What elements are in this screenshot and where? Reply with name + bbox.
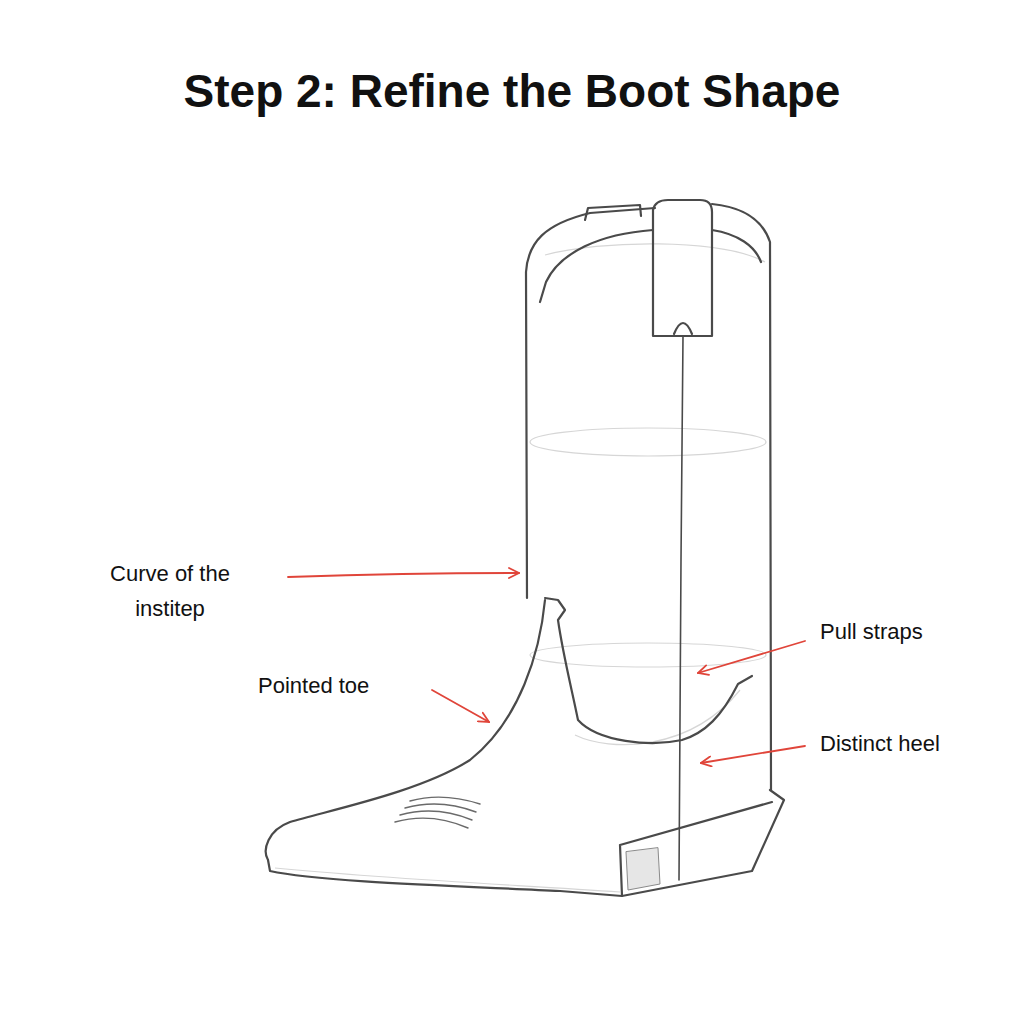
stitch-line bbox=[400, 811, 472, 820]
part-label: Pull straps bbox=[820, 614, 1000, 649]
leader-arrows bbox=[288, 573, 805, 763]
guide-line bbox=[275, 868, 620, 892]
stitch-line bbox=[410, 797, 480, 804]
heel-shade bbox=[626, 848, 660, 890]
construction-lines bbox=[275, 244, 766, 892]
stitch-line bbox=[405, 804, 476, 812]
title: Step 2: Refine the Boot Shape bbox=[0, 64, 1024, 118]
leader-arrow bbox=[701, 746, 805, 763]
part-label: Distinct heel bbox=[820, 726, 1010, 761]
strap-slot bbox=[674, 323, 692, 334]
stitch-line bbox=[395, 818, 468, 828]
toe-stitching bbox=[395, 797, 480, 828]
vamp-line bbox=[266, 600, 545, 860]
guide-line bbox=[545, 244, 765, 262]
shaft-outline bbox=[526, 204, 771, 790]
boot-outline bbox=[266, 200, 784, 896]
leader-arrow bbox=[432, 690, 489, 722]
guide-ellipse bbox=[530, 428, 766, 456]
heel bbox=[620, 790, 784, 896]
heel-counter bbox=[545, 598, 752, 743]
leader-arrow bbox=[288, 573, 519, 577]
leader-arrow bbox=[698, 641, 805, 673]
back-strap bbox=[585, 205, 641, 220]
sole bbox=[268, 860, 622, 896]
side-seam bbox=[679, 336, 683, 880]
pull-strap bbox=[653, 200, 712, 336]
part-label: Pointed toe bbox=[258, 668, 428, 703]
collar-line bbox=[540, 230, 761, 302]
part-label: Curve of the institep bbox=[80, 556, 260, 626]
